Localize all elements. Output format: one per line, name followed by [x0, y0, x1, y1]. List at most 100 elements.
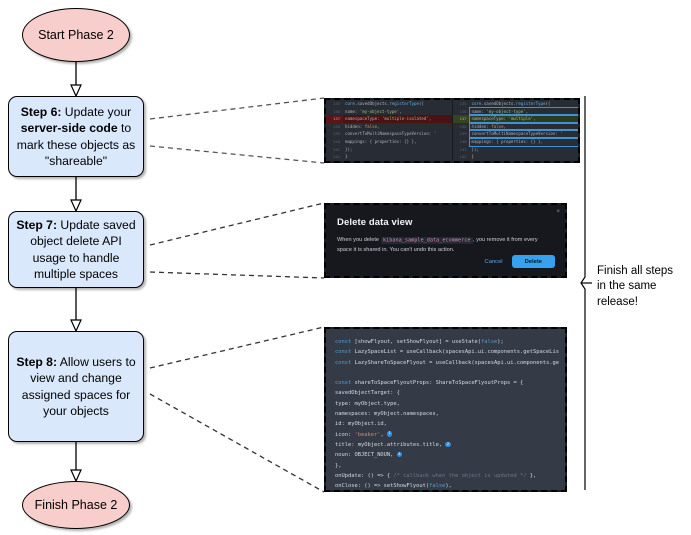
- modal-title: Delete data view: [337, 217, 413, 228]
- code-line: id: myObject.id,: [335, 421, 387, 428]
- flow-step-8-prefix: Step 8:: [16, 355, 58, 370]
- modal-body: When you delete kibana_sample_data_ecomm…: [337, 236, 554, 255]
- flow-step-6-emphasis: server-side code: [20, 121, 118, 136]
- diff-line-code: name: 'my-object-type',: [468, 106, 578, 117]
- flow-start-label: Start Phase 2: [38, 27, 114, 42]
- code-line: type: myObject.type,: [335, 400, 400, 407]
- diff-line-number: 139: [459, 131, 467, 137]
- diff-line: 137 namespaceType: 'multiple-isolated',: [326, 115, 452, 123]
- diff-line-number: 139: [333, 131, 340, 137]
- delete-data-view-modal: × Delete data view When you delete kiban…: [326, 205, 565, 276]
- callout-badge-icon: 3: [396, 452, 403, 458]
- diff-line-number: 142: [459, 154, 467, 160]
- diff-line-number: 141: [459, 146, 467, 152]
- callout-badge-icon: 1: [386, 431, 393, 437]
- code-line: icon: 'beaker', 1: [335, 431, 393, 438]
- flow-step-7[interactable]: Step 7: Update saved object delete API u…: [8, 211, 144, 288]
- flow-step-6[interactable]: Step 6: Update your server-side code to …: [8, 96, 144, 177]
- diff-pane-before[interactable]: 135 core.savedObjects.registerType({ 136 n…: [326, 100, 453, 161]
- diff-line-number: 140: [459, 138, 467, 144]
- diff-line: 141 });: [326, 146, 452, 154]
- diff-line-code: hidden: false,: [468, 121, 578, 132]
- code-snippet[interactable]: const [showFlyout, setShowFlyout] = useS…: [326, 329, 565, 490]
- flow-step-6-prefix: Step 6:: [20, 105, 62, 120]
- callout-react-snippet: const [showFlyout, setShowFlyout] = useS…: [324, 327, 567, 492]
- code-line: [326, 368, 565, 378]
- diff-line: 139 convertToMultiNamespaceTypeVersion: …: [453, 129, 578, 139]
- code-line: };: [326, 491, 565, 492]
- callout-badge-icon: 2: [445, 441, 451, 448]
- code-line: const LazySpaceList = useCallback(spaces…: [335, 349, 559, 356]
- diff-line-code: }: [345, 154, 348, 160]
- delete-button[interactable]: Delete: [511, 255, 555, 268]
- code-line: noun: OBJECT_NOUN, 3: [335, 452, 403, 459]
- code-line: onClose: () => setShowFlyout(false),: [335, 483, 452, 490]
- flow-step-7-body: Update saved object delete API usage to …: [30, 218, 136, 281]
- flow-step-8-text: Step 8: Allow users to view and change a…: [15, 354, 137, 418]
- code-line: title: myObject.attributes.title, 2: [335, 441, 451, 448]
- diff-line: 141 });: [453, 146, 579, 154]
- diff-line: 140 mappings: { properties: {} },: [326, 138, 452, 146]
- diff-line-number: 141: [333, 146, 340, 152]
- code-line: namespaces: myObject.namespaces,: [335, 411, 439, 418]
- diff-line: 140 mappings: { properties: {} },: [453, 137, 578, 147]
- diff-line-code: namespaceType: 'multiple-isolated',: [345, 116, 432, 122]
- diff-line: 136 name: 'my-object-type',: [453, 106, 578, 117]
- code-line: const LazyShareToSpaceFlyout = useCallba…: [335, 359, 559, 366]
- diff-line-code: convertToMultiNamespaceTypeVersion: ': [345, 131, 437, 137]
- diff-line-number: 135: [333, 101, 340, 106]
- diff-line-number: 138: [459, 123, 467, 129]
- modal-body-before: When you delete: [337, 237, 379, 243]
- modal-actions: Cancel Delete: [485, 255, 555, 268]
- release-annotation-line-1: Finish all steps: [597, 265, 674, 277]
- release-annotation-line-2: in the same: [597, 280, 657, 293]
- diff-line-number: 135: [459, 101, 467, 106]
- diff-line-code: mappings: { properties: {} },: [345, 138, 417, 144]
- close-icon[interactable]: ×: [556, 209, 560, 215]
- flow-end-label: Finish Phase 2: [34, 497, 118, 512]
- diff-line-number: 142: [333, 154, 340, 160]
- diff-line-code: convertToMultiNamespaceTypeVersion: ': [468, 129, 578, 139]
- diff-line: 138 hidden: false,: [453, 121, 578, 132]
- diff-line: 138 hidden: false,: [326, 123, 452, 131]
- modal-object-name: kibana_sample_data_ecommerce: [380, 236, 473, 244]
- code-line: savedObjectTarget: {: [335, 390, 400, 397]
- diff-line-code: core.savedObjects.registerType({: [345, 101, 424, 106]
- diff-line-number: 136: [459, 108, 467, 114]
- diff-line-number: 140: [333, 138, 340, 144]
- callout-delete-modal: × Delete data view When you delete kiban…: [324, 203, 567, 278]
- diff-line-code: mappings: { properties: {} },: [468, 137, 578, 147]
- diff-line-code: hidden: false,: [345, 123, 380, 129]
- callout-code-diff: 135 core.savedObjects.registerType({ 136 n…: [324, 98, 580, 163]
- flow-start-terminator: Start Phase 2: [22, 8, 130, 62]
- flow-step-6-body2: to mark these objects as "shareable": [16, 121, 136, 168]
- code-line: const [showFlyout, setShowFlyout] = useS…: [335, 339, 504, 345]
- diff-viewer: 135 core.savedObjects.registerType({ 136 n…: [326, 100, 578, 161]
- flow-step-7-prefix: Step 7:: [16, 218, 58, 233]
- flow-step-8[interactable]: Step 8: Allow users to view and change a…: [8, 331, 144, 442]
- diff-line: 142}: [326, 153, 452, 161]
- diff-line-code: });: [345, 146, 353, 152]
- code-line: onUpdate: () => { /* callback when the o…: [335, 472, 537, 479]
- diff-line-code: });: [471, 146, 479, 152]
- diff-line: 135 core.savedObjects.registerType({: [326, 100, 452, 108]
- diff-line: 142}: [453, 153, 579, 161]
- diff-line-number: 136: [333, 108, 340, 114]
- modal-body-after: , you remove it from every space it is s…: [337, 237, 538, 253]
- diff-line: 137 namespaceType: 'multiple',: [452, 114, 578, 124]
- code-line: },: [335, 462, 342, 469]
- release-annotation: Finish all steps in the same release!: [597, 264, 689, 310]
- diff-line-code: name: 'my-object-type',: [345, 108, 402, 114]
- flow-end-terminator: Finish Phase 2: [22, 481, 130, 529]
- diff-line: 139 convertToMultiNamespaceTypeVersion: …: [326, 130, 452, 138]
- flow-step-6-text: Step 6: Update your server-side code to …: [15, 104, 137, 168]
- release-annotation-line-3: release!: [597, 295, 638, 308]
- cancel-button[interactable]: Cancel: [484, 258, 503, 265]
- diff-line-number: 137: [452, 115, 470, 123]
- diff-line-number: 137: [326, 115, 343, 123]
- diff-line-number: 138: [333, 123, 340, 129]
- diff-line-code: }: [471, 154, 474, 160]
